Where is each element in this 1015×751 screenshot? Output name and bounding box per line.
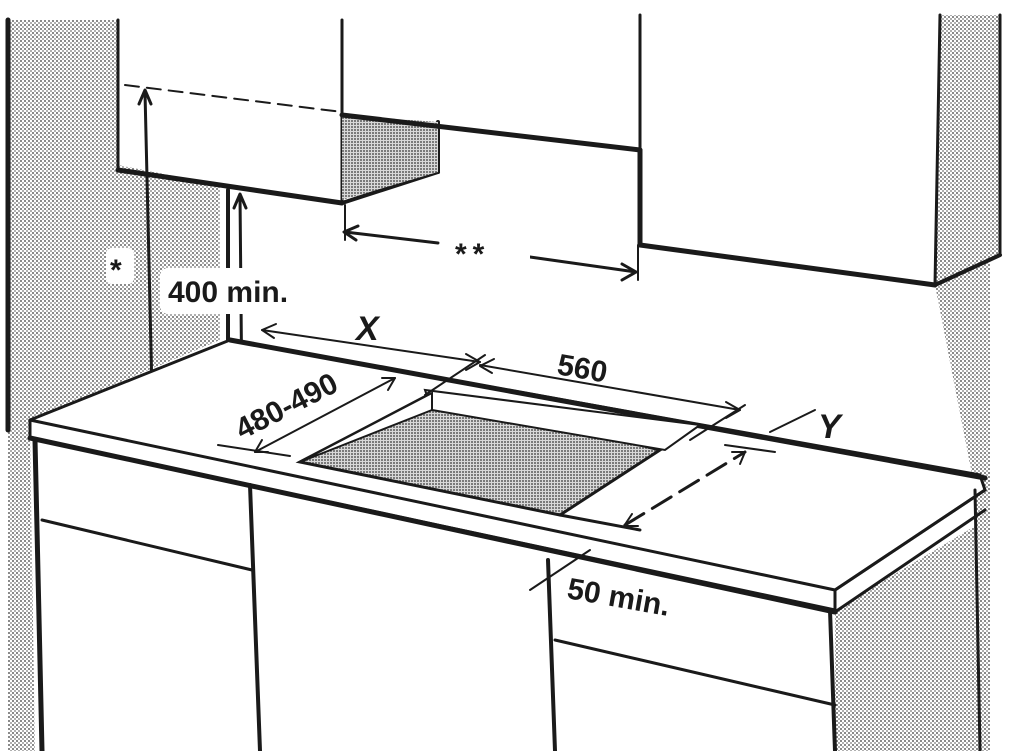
upper-cabinet-left <box>115 18 440 206</box>
label-bg-hood-clearance <box>160 268 322 314</box>
label-hood-clearance: 400 min. <box>168 276 288 309</box>
dim-line-x <box>261 323 481 371</box>
hood-side-shaded <box>342 115 438 200</box>
dim-arrow-double-asterisk <box>342 204 639 282</box>
upper-cabinet-right <box>637 13 1002 288</box>
dim-line-y <box>724 409 816 453</box>
label-bg-double-asterisk <box>440 230 530 264</box>
label-dim-x: X <box>354 310 381 348</box>
label-asterisk: * <box>110 254 122 287</box>
dim-line-depth <box>217 377 396 457</box>
base-cabinets <box>32 437 837 751</box>
dim-line-front <box>529 450 747 591</box>
label-dim-front: 50 min. <box>565 572 673 622</box>
hood-outline <box>339 13 643 248</box>
wall-left <box>8 20 220 751</box>
worktop-cutout <box>295 388 703 532</box>
dashed-reference-line <box>124 84 343 113</box>
label-bg-asterisk <box>106 248 134 284</box>
label-double-asterisk: ** <box>455 238 490 271</box>
wall-right <box>835 15 1000 751</box>
dim-line-width <box>424 354 746 441</box>
label-dim-width: 560 <box>555 348 610 389</box>
wall-corners <box>5 13 1002 751</box>
label-dim-y: Y <box>818 408 844 446</box>
